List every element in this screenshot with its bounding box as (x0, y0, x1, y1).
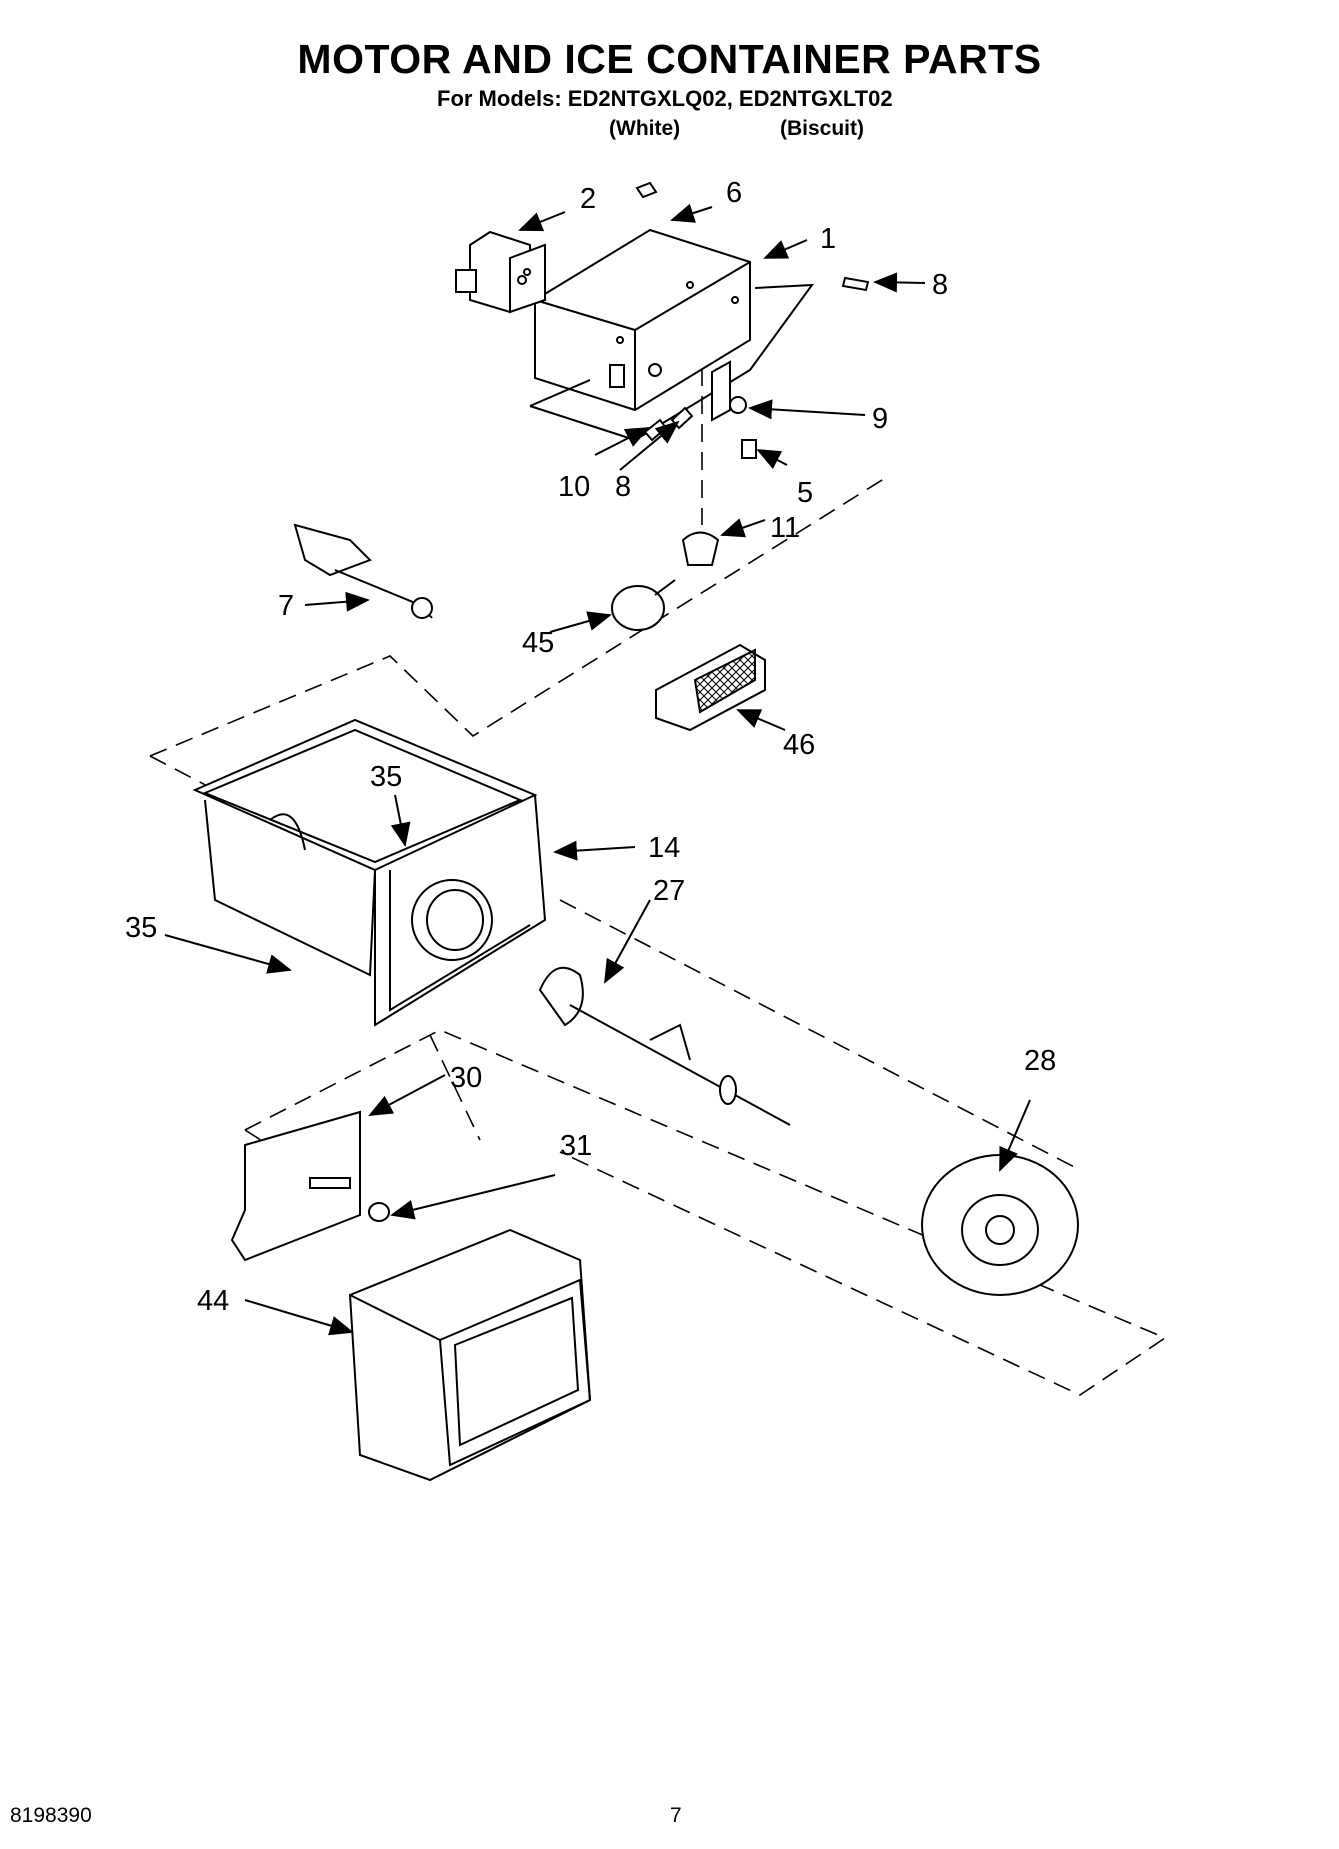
variant-white: (White) (609, 117, 681, 140)
drive-wheel (921, 1154, 1079, 1296)
models-line: For Models: ED2NTGXLQ02, ED2NTGXLT02 (437, 86, 893, 111)
page-title: MOTOR AND ICE CONTAINER PARTS (297, 36, 1042, 82)
callout-35-inner: 35 (370, 761, 402, 793)
callout-10: 10 (558, 471, 590, 503)
callout-27: 27 (653, 875, 685, 907)
ice-container-housing (192, 718, 547, 1027)
doc-number: 8198390 (10, 1804, 92, 1827)
callout-8-lower: 8 (615, 471, 631, 503)
callout-44: 44 (197, 1285, 229, 1317)
callout-14: 14 (648, 832, 680, 864)
callout-7: 7 (278, 590, 294, 622)
callout-45: 45 (522, 627, 554, 659)
callout-8-top: 8 (932, 269, 948, 301)
callout-35-outer: 35 (125, 912, 157, 944)
callout-5: 5 (797, 477, 813, 509)
wire-harness (293, 523, 433, 619)
page-number: 7 (670, 1804, 682, 1827)
callout-6: 6 (726, 177, 742, 209)
callout-46: 46 (783, 729, 815, 761)
drive-motor (455, 230, 546, 314)
motor-bracket (529, 228, 815, 442)
ice-bin-front (348, 1228, 592, 1482)
auger (538, 966, 791, 1126)
callout-9: 9 (872, 403, 888, 435)
callout-11: 11 (770, 512, 800, 544)
callout-2: 2 (580, 183, 596, 215)
callout-30: 30 (450, 1062, 482, 1094)
callout-1: 1 (820, 223, 836, 255)
callout-31: 31 (560, 1130, 592, 1162)
variant-biscuit: (Biscuit) (780, 117, 864, 140)
callout-28: 28 (1024, 1045, 1056, 1077)
callout-labels: 2 6 1 8 9 10 8 5 11 7 45 46 35 14 27 35 … (125, 177, 1056, 1317)
